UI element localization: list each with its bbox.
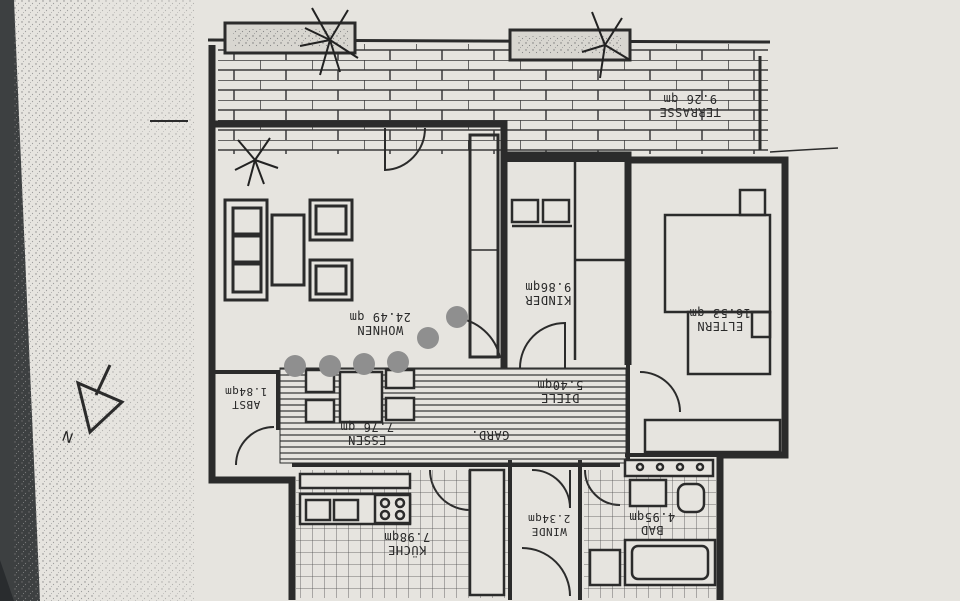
kitchen-counter [298, 468, 506, 597]
kinder-furniture [510, 162, 626, 360]
plant-icon [234, 137, 279, 187]
outer-walls [208, 45, 789, 600]
dining-table [304, 368, 416, 424]
blur-markers [284, 306, 468, 377]
plant-icon [299, 7, 359, 76]
wardrobe [468, 133, 500, 359]
north-arrow [75, 364, 125, 435]
essen-parquet [280, 368, 626, 463]
room-label-gard: GARD. [470, 428, 510, 442]
bathroom-fixtures [588, 458, 717, 587]
sofa-group [223, 198, 354, 302]
plant-icon [581, 11, 631, 79]
double-bed [643, 188, 782, 454]
